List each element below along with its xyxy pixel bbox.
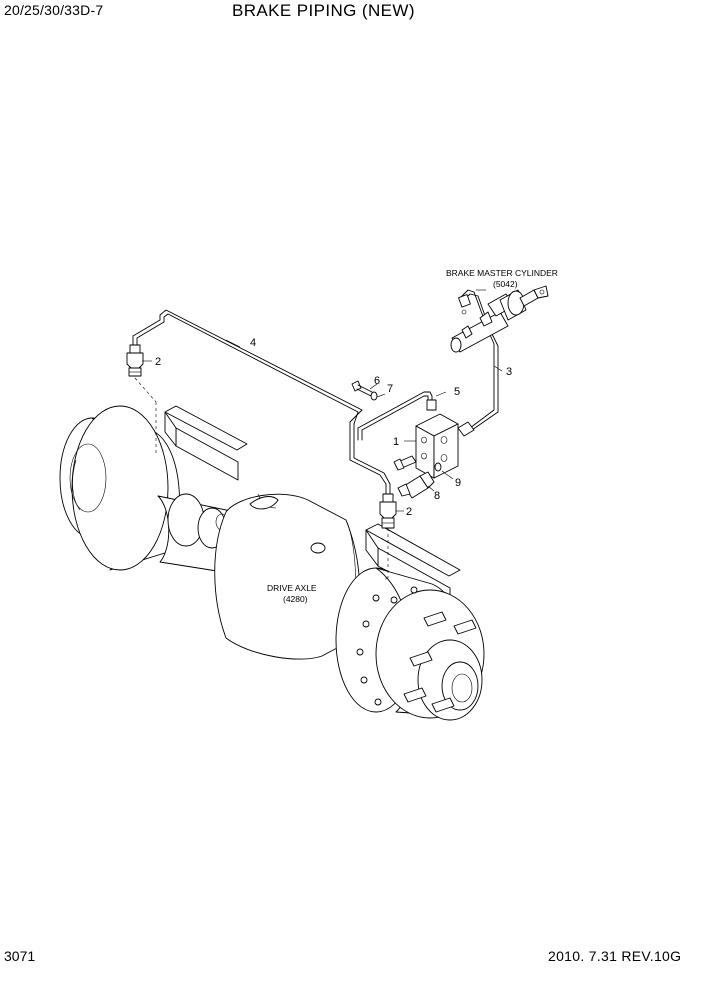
callout-8: 8 [434, 490, 440, 502]
callout-6: 6 [374, 375, 380, 387]
bolt-6 [351, 380, 373, 397]
drive-axle [59, 405, 485, 721]
drive-axle-label: DRIVE AXLE [267, 583, 317, 593]
callout-1: 1 [393, 436, 399, 448]
adapter-left [126, 352, 144, 377]
callout-3: 3 [506, 366, 512, 378]
callout-2-left: 2 [155, 356, 161, 368]
brake-pipe-3 [457, 289, 499, 437]
revision-date: 2010. 7.31 REV.10G [548, 948, 682, 964]
leader-lines [134, 289, 503, 581]
callout-4: 4 [250, 337, 256, 349]
brake-pipe-4 [129, 309, 394, 503]
callout-2-center: 2 [406, 506, 412, 518]
callout-5: 5 [454, 386, 460, 398]
drive-axle-ref: (4280) [283, 594, 308, 604]
master-cylinder-ref: (5042) [493, 279, 518, 289]
washer-7 [370, 391, 378, 401]
model-code: 20/25/30/33D-7 [4, 2, 104, 18]
pressure-switch-8 [397, 471, 435, 499]
callout-7: 7 [387, 383, 393, 395]
master-cylinder-label: BRAKE MASTER CYLINDER [446, 268, 558, 278]
o-ring-9 [434, 462, 442, 472]
junction-block [415, 413, 459, 479]
block-fitting [393, 455, 417, 471]
brake-pipe-5 [357, 391, 437, 441]
page-title: BRAKE PIPING (NEW) [232, 1, 415, 20]
brake-master-cylinder [450, 285, 549, 353]
page-number: 3071 [4, 948, 36, 964]
callout-9: 9 [455, 477, 461, 489]
adapter-center [379, 501, 397, 529]
